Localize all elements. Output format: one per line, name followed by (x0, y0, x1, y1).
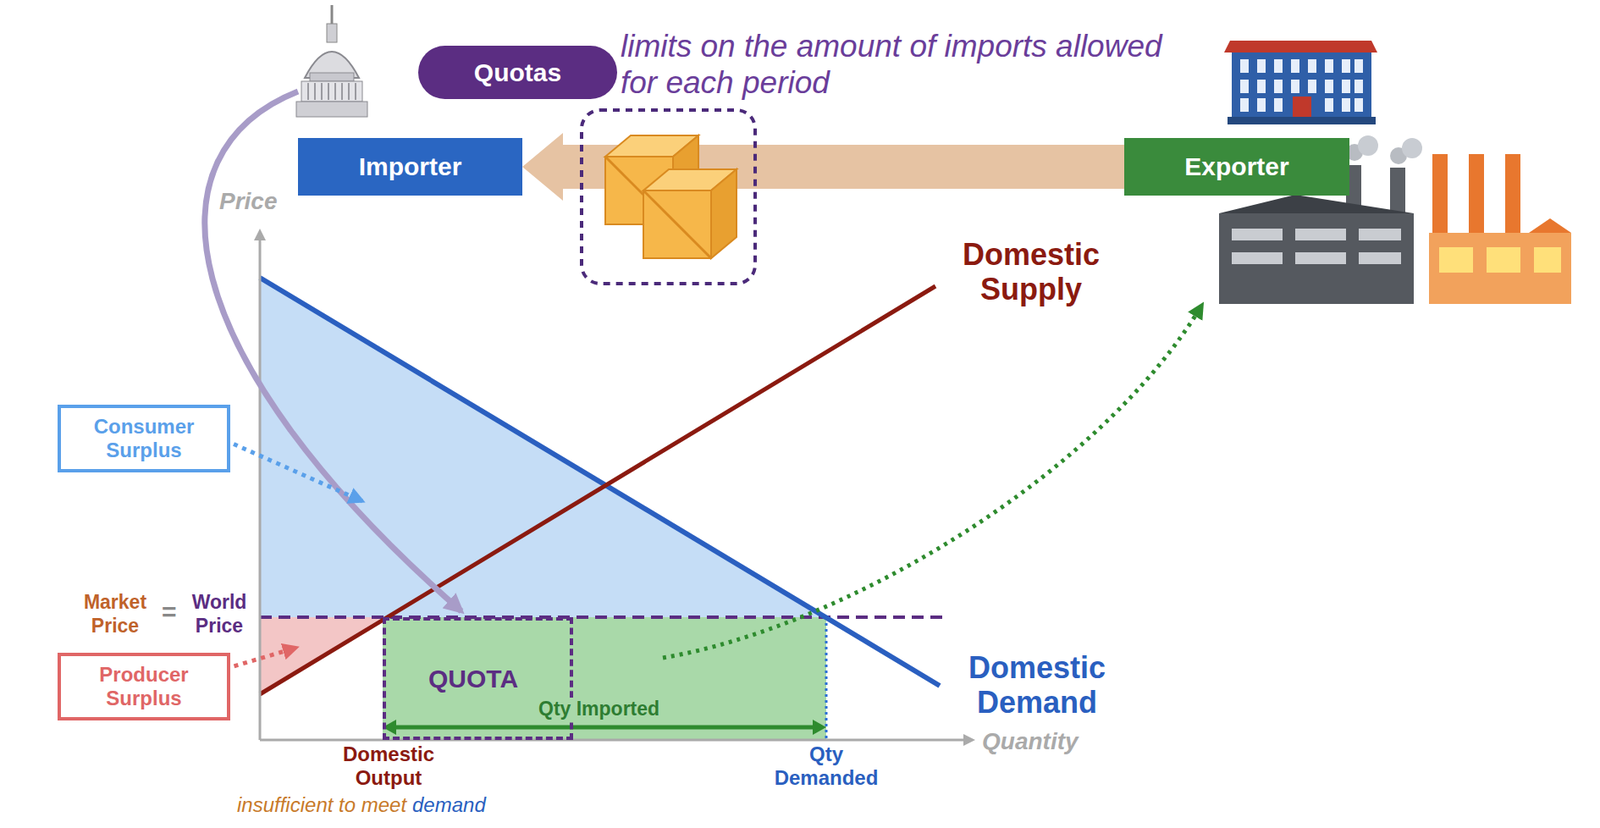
equals-sign: = (161, 597, 177, 627)
axis-arrow (963, 733, 976, 746)
capitol-pillars (308, 82, 356, 100)
crate-side (711, 169, 737, 259)
factory-body (1219, 213, 1414, 304)
node-text: Exporter (1184, 152, 1289, 182)
supply-curve (259, 286, 936, 695)
factory-roof (1219, 194, 1414, 214)
callout-box: Producer Surplus (57, 652, 231, 721)
curve-label: Domestic Demand (948, 650, 1126, 721)
quantity-label: Qty Imported (535, 697, 663, 721)
quantity-axis (259, 739, 966, 742)
node-text: QUOTA (428, 664, 519, 694)
node-text: Producer Surplus (60, 662, 227, 710)
quota-frame (581, 110, 756, 284)
factory-body (1428, 232, 1572, 304)
capitol-lantern (326, 23, 337, 43)
curve-label: Domestic Supply (946, 237, 1116, 308)
chimney (1505, 154, 1521, 235)
chimney (1468, 154, 1485, 235)
price-label: World Price (182, 590, 257, 638)
note-text: demand (412, 793, 486, 817)
axis-label: Price (219, 187, 278, 216)
exporter-box: Exporter (1124, 137, 1350, 196)
payment-flow (662, 304, 1203, 658)
import-area (382, 617, 827, 740)
factory-windows (1439, 247, 1562, 273)
building-roof (1224, 40, 1378, 53)
node-text: Consumer Surplus (60, 414, 227, 462)
demand-curve (259, 277, 940, 686)
quantity-label: Domestic Output (332, 742, 445, 789)
demand-drop-line (825, 617, 828, 740)
node-text: Quotas (474, 58, 562, 88)
arrow-head (812, 719, 827, 735)
callout-box: Consumer Surplus (57, 404, 231, 473)
axis-arrow (253, 228, 266, 241)
chimney (1432, 154, 1448, 235)
price-axis (259, 238, 262, 740)
building-base (1227, 116, 1376, 125)
importer-box: Importer (297, 137, 523, 196)
quantity-label: Qty Demanded (762, 742, 890, 789)
leader-line (225, 647, 297, 669)
world-price-line (259, 615, 944, 619)
building-door (1292, 96, 1312, 119)
crate-front (643, 190, 712, 259)
chimney (1390, 167, 1406, 216)
capitol-columns (301, 81, 363, 102)
leader-line (225, 440, 363, 502)
axis-label: Quantity (982, 728, 1079, 756)
crate-plank (643, 190, 712, 259)
factory-roof (1528, 218, 1572, 233)
quota-box: QUOTA (382, 617, 574, 740)
definition-note: limits on the amount of imports allowed … (620, 28, 1163, 101)
node-text: Importer (358, 152, 463, 182)
capitol-drum (309, 72, 354, 82)
capitol-statue (331, 5, 334, 26)
note-text: insufficient to meet (237, 793, 407, 817)
capitol-base (296, 101, 368, 117)
smoke (1357, 135, 1379, 156)
import-quantity-arrow (396, 725, 813, 730)
price-label: Market Price (72, 590, 158, 638)
smoke (1401, 137, 1423, 159)
title-pill: Quotas (418, 45, 618, 100)
factory-windows (1231, 228, 1402, 265)
building-body (1231, 52, 1372, 119)
